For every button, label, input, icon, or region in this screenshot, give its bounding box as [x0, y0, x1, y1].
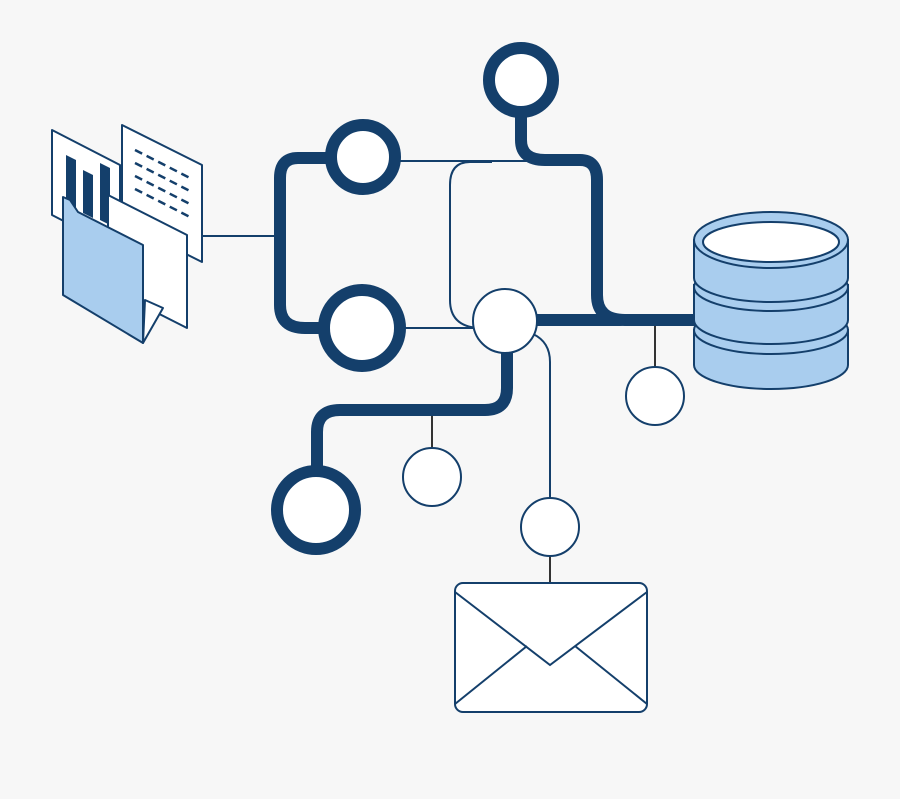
- envelope-flap: [454, 591, 648, 667]
- node-small-left: [402, 447, 462, 507]
- thin-nodes: [402, 288, 685, 557]
- gray-stubs: [431, 324, 656, 583]
- lower-branch-path: [311, 346, 513, 476]
- node-bottom-left: [271, 465, 361, 555]
- thick-paths: [274, 108, 702, 476]
- documents-folder-icon: [51, 124, 203, 344]
- left-bracket-path: [274, 152, 336, 334]
- node-small-right: [625, 366, 685, 426]
- envelope-body: [454, 582, 648, 713]
- node-upper-left: [325, 119, 401, 195]
- thin-connectors: [203, 160, 551, 500]
- envelope-fold-left: [454, 645, 528, 705]
- database-icon: [693, 211, 849, 390]
- text-lines-icon: [134, 148, 191, 219]
- node-top: [483, 42, 559, 118]
- folder-front: [62, 196, 144, 344]
- loop-connector: [449, 161, 492, 329]
- envelope-connector: [532, 333, 551, 500]
- database-top-face: [702, 221, 840, 263]
- envelope-fold-right: [574, 645, 648, 705]
- bar-chart-icon: [66, 155, 110, 225]
- thick-nodes: [271, 42, 559, 555]
- node-lower-left: [318, 284, 406, 372]
- envelope-icon: [454, 582, 648, 713]
- node-center: [472, 288, 538, 354]
- node-small-envelope: [520, 497, 580, 557]
